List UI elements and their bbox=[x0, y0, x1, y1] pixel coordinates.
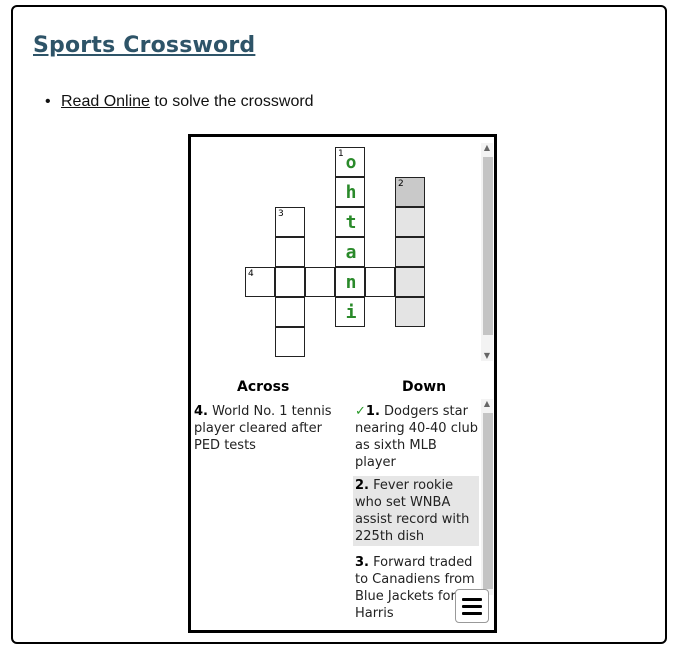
grid-cell[interactable] bbox=[275, 237, 305, 267]
clue-number: 1. bbox=[365, 404, 380, 419]
clue-down-1[interactable]: ✓1. Dodgers star nearing 40-40 club as s… bbox=[355, 403, 479, 471]
cell-letter: t bbox=[345, 212, 357, 233]
grid-cell[interactable] bbox=[395, 237, 425, 267]
grid-cell[interactable] bbox=[275, 267, 305, 297]
grid-cell[interactable]: h bbox=[335, 177, 365, 207]
grid-scrollbar[interactable]: ▲ ▼ bbox=[481, 143, 493, 361]
clue-across-4[interactable]: 4. World No. 1 tennis player cleared aft… bbox=[194, 403, 334, 454]
clue-number: 1 bbox=[338, 149, 344, 159]
hamburger-menu-icon[interactable] bbox=[455, 589, 489, 623]
grid-cell[interactable] bbox=[305, 267, 335, 297]
grid-cell[interactable]: t bbox=[335, 207, 365, 237]
clue-number: 3 bbox=[278, 209, 284, 219]
down-heading: Down bbox=[402, 379, 447, 395]
menu-bar bbox=[462, 612, 482, 615]
clue-down-2[interactable]: 2. Fever rookie who set WNBA assist reco… bbox=[353, 476, 479, 546]
clue-number: 2. bbox=[355, 478, 369, 493]
scroll-up-arrow-icon[interactable]: ▲ bbox=[483, 399, 491, 408]
content-card: Sports Crossword • Read Online to solve … bbox=[11, 5, 667, 644]
grid-cell[interactable]: n bbox=[335, 267, 365, 297]
cell-letter: a bbox=[345, 242, 357, 263]
grid-cell-selected[interactable]: 2 bbox=[395, 177, 425, 207]
across-heading: Across bbox=[237, 379, 290, 395]
clue-text: Fever rookie who set WNBA assist record … bbox=[355, 478, 470, 544]
clue-text: Dodgers star nearing 40-40 club as sixth… bbox=[355, 404, 478, 470]
grid-cell[interactable] bbox=[275, 327, 305, 357]
instruction-text: to solve the crossword bbox=[149, 93, 314, 110]
page-title: Sports Crossword bbox=[33, 33, 256, 58]
clue-text: Forward traded to Canadiens from Blue Ja… bbox=[355, 555, 475, 621]
instruction-line: • Read Online to solve the crossword bbox=[45, 93, 314, 111]
clue-number: 2 bbox=[398, 179, 404, 189]
scroll-thumb[interactable] bbox=[483, 413, 493, 589]
menu-bar bbox=[462, 605, 482, 608]
grid-cell[interactable]: 3 bbox=[275, 207, 305, 237]
clues-scrollbar[interactable]: ▲ bbox=[481, 399, 493, 595]
clue-number: 4 bbox=[248, 269, 254, 279]
cell-letter: o bbox=[345, 152, 357, 173]
clue-down-3[interactable]: 3. Forward traded to Canadiens from Blue… bbox=[355, 554, 479, 622]
clue-number: 4. bbox=[194, 404, 208, 419]
grid-cell[interactable] bbox=[395, 267, 425, 297]
check-icon: ✓ bbox=[355, 404, 366, 419]
scroll-up-arrow-icon[interactable]: ▲ bbox=[483, 143, 491, 152]
clue-text: World No. 1 tennis player cleared after … bbox=[194, 404, 332, 453]
grid-cell[interactable] bbox=[395, 207, 425, 237]
clue-number: 3. bbox=[355, 555, 369, 570]
grid-cell[interactable] bbox=[365, 267, 395, 297]
bullet-dot: • bbox=[45, 93, 51, 110]
menu-bar bbox=[462, 598, 482, 601]
cell-letter: i bbox=[345, 302, 357, 323]
cell-letter: h bbox=[345, 182, 357, 203]
read-online-link[interactable]: Read Online bbox=[61, 93, 150, 110]
grid-cell[interactable] bbox=[275, 297, 305, 327]
grid-cell[interactable]: 4 bbox=[245, 267, 275, 297]
scroll-thumb[interactable] bbox=[483, 157, 493, 335]
grid-cell[interactable]: a bbox=[335, 237, 365, 267]
grid-cell[interactable]: i bbox=[335, 297, 365, 327]
cell-letter: n bbox=[345, 272, 357, 293]
grid-cell[interactable] bbox=[395, 297, 425, 327]
scroll-down-arrow-icon[interactable]: ▼ bbox=[483, 351, 491, 360]
